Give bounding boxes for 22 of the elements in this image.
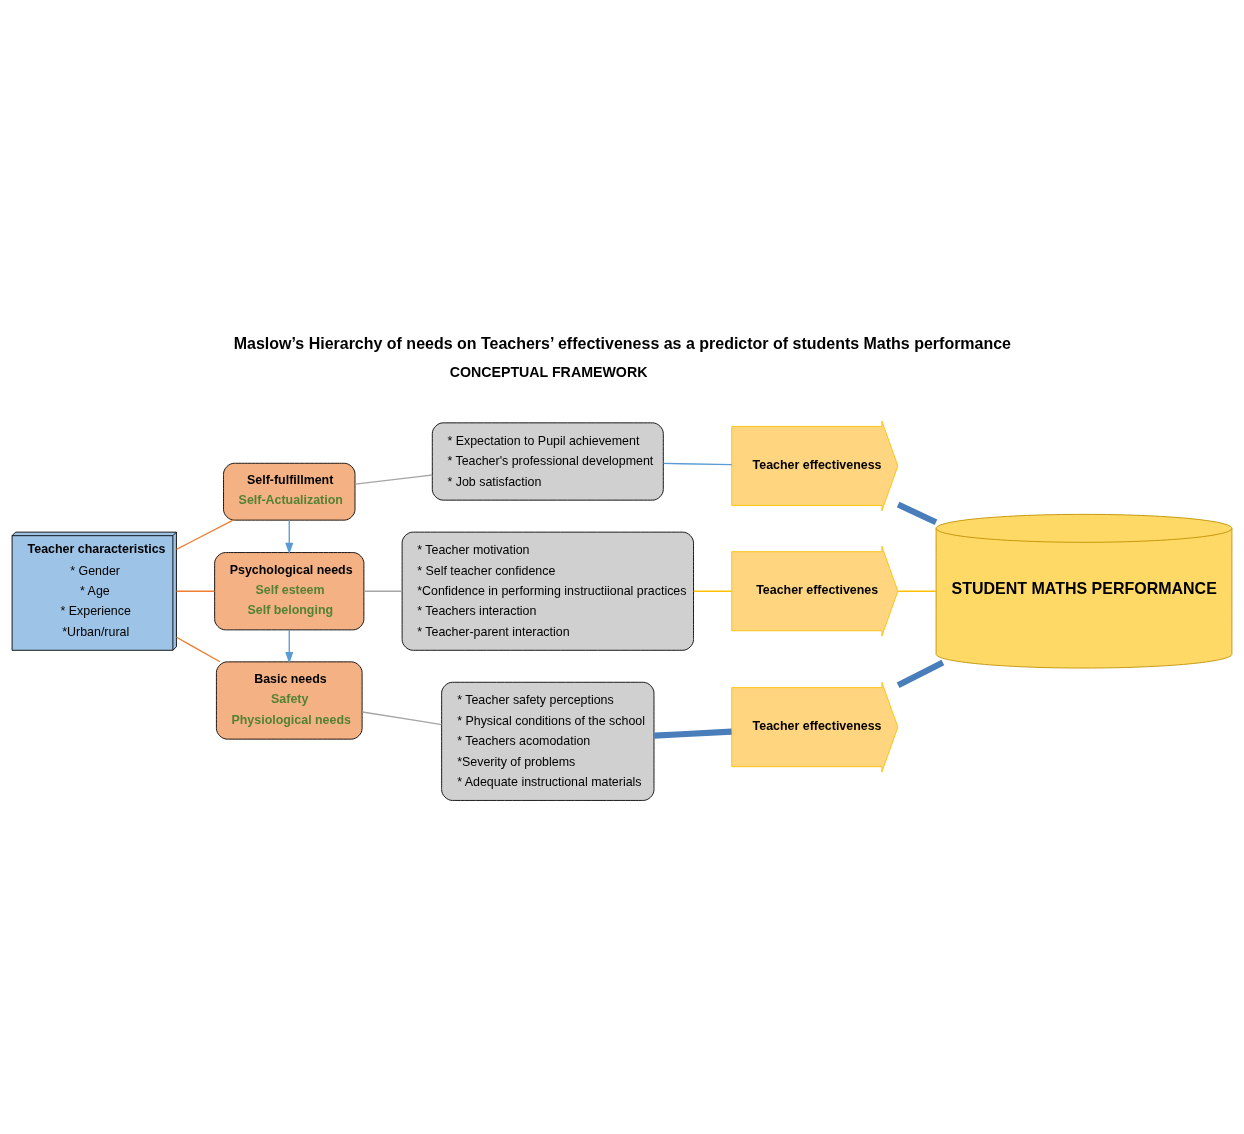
node-box: Psychological needs Self esteem Self belonging (214, 552, 365, 631)
connector (175, 519, 234, 550)
connector (175, 636, 221, 663)
connector (361, 711, 443, 726)
connector (693, 590, 733, 592)
connector (897, 590, 937, 592)
diagram-title: Maslow’s Hierarchy of needs on Teachers’ effectiveness as a predictor of students Maths performance (233, 335, 1012, 353)
node-box: * Teacher motivation * Self teacher confidence *Confidence in performing instructiional practices * Teachers interaction * Teacher-parent interaction (401, 531, 694, 651)
node-box: * Teacher safety perceptions * Physical conditions of the school * Teachers acomodation *Severity of problems * Adequate instructional materials (441, 681, 655, 801)
label: CONCEPTUAL FRAMEWORK (449, 363, 648, 380)
arrow (285, 519, 294, 555)
connector (175, 590, 216, 592)
connector (896, 659, 945, 689)
node-box: * Expectation to Pupil achievement * Teacher's professional development * Job satisfaction (431, 422, 664, 501)
node-box: Self-fulfillment Self-Actualization (223, 462, 356, 521)
arrow (285, 629, 294, 664)
connector (896, 501, 938, 526)
connector (354, 474, 433, 485)
connector (654, 728, 732, 739)
connector (363, 590, 403, 592)
node-box: Basic needs Safety Physiological needs (215, 661, 363, 740)
connector (662, 462, 733, 466)
